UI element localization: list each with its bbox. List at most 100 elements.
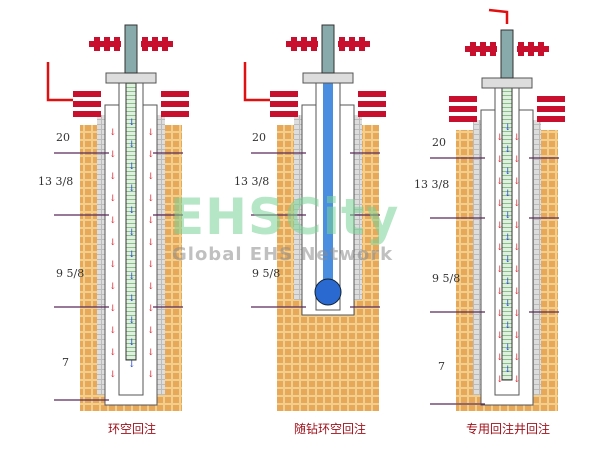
flow-arrow: ↓: [496, 353, 504, 363]
valve-icon: [142, 37, 148, 51]
side-valve-icon: [358, 111, 386, 117]
casing-size-label: 20: [432, 136, 446, 149]
side-valve-icon: [161, 111, 189, 117]
side-valve-icon: [73, 111, 101, 117]
flow-down-arrow: ↓: [504, 145, 512, 155]
injection-arrow-icon: [243, 62, 270, 102]
flow-arrow: ↓: [513, 265, 521, 275]
flow-down-arrow: ↓: [128, 250, 136, 260]
casing-size-label: 13 3/8: [38, 175, 74, 188]
drill-pipe: [323, 80, 333, 300]
side-valve-icon: [537, 96, 565, 102]
flow-down-arrow: ↓: [504, 365, 512, 375]
flow-arrow: ↓: [496, 177, 504, 187]
flow-arrow: ↓: [496, 155, 504, 165]
flow-up-arrow: ↓: [147, 194, 155, 204]
drill-bit-icon: [314, 278, 342, 306]
side-valve-icon: [161, 91, 189, 97]
valve-icon: [94, 37, 100, 51]
flow-arrow: ↓: [513, 221, 521, 231]
flow-up-arrow: ↓: [109, 216, 117, 226]
flow-arrow: ↓: [513, 155, 521, 165]
flow-up-arrow: ↓: [147, 370, 155, 380]
side-valve-icon: [270, 91, 298, 97]
flow-arrow: ↓: [513, 353, 521, 363]
flow-up-arrow: ↓: [109, 370, 117, 380]
casing-size-label: 9 5/8: [252, 267, 281, 280]
caption-dedicated-well-injection: 专用回注井回注: [465, 422, 551, 436]
flow-arrow: ↓: [513, 199, 521, 209]
flow-down-arrow: ↓: [504, 123, 512, 133]
flow-arrow: ↓: [513, 287, 521, 297]
flow-down-arrow: ↓: [504, 321, 512, 331]
flow-down-arrow: ↓: [128, 316, 136, 326]
christmas-tree: [124, 24, 138, 74]
flow-down-arrow: ↓: [504, 189, 512, 199]
watermark-brand: EHSCity: [170, 188, 400, 246]
flow-up-arrow: ↓: [109, 348, 117, 358]
christmas-tree: [500, 29, 514, 79]
flow-down-arrow: ↓: [128, 360, 136, 370]
flow-down-arrow: ↓: [504, 255, 512, 265]
flow-down-arrow: ↓: [504, 277, 512, 287]
side-valve-icon: [449, 96, 477, 102]
flow-down-arrow: ↓: [504, 343, 512, 353]
side-valve-icon: [161, 101, 189, 107]
wellhead-flange: [302, 72, 354, 84]
casing-size-label: 13 3/8: [234, 175, 270, 188]
valve-icon: [518, 42, 524, 56]
flow-up-arrow: ↓: [147, 128, 155, 138]
flow-down-arrow: ↓: [128, 118, 136, 128]
flow-down-arrow: ↓: [128, 140, 136, 150]
flow-arrow: ↓: [513, 243, 521, 253]
caption-drilling-annulus-injection: 随钻环空回注: [293, 422, 367, 436]
valve-icon: [311, 37, 317, 51]
flow-arrow: ↓: [513, 331, 521, 341]
valve-icon: [359, 37, 365, 51]
flow-arrow: ↓: [513, 309, 521, 319]
wellhead-flange: [105, 72, 157, 84]
injection-arrow-icon: [488, 8, 509, 24]
casing-size-label: 9 5/8: [56, 267, 85, 280]
flow-arrow: ↓: [496, 375, 504, 385]
injection-arrow-icon: [46, 62, 73, 102]
flow-up-arrow: ↓: [147, 304, 155, 314]
christmas-tree: [321, 24, 335, 74]
flow-arrow: ↓: [496, 199, 504, 209]
valve-icon: [104, 37, 110, 51]
valve-icon: [301, 37, 307, 51]
valve-icon: [470, 42, 476, 56]
flow-arrow: ↓: [496, 309, 504, 319]
valve-icon: [528, 42, 534, 56]
flow-up-arrow: ↓: [109, 194, 117, 204]
flow-down-arrow: ↓: [504, 299, 512, 309]
flow-up-arrow: ↓: [147, 282, 155, 292]
flow-arrow: ↓: [496, 221, 504, 231]
caption-annulus-injection: 环空回注: [107, 422, 157, 436]
casing-size-label: 7: [438, 360, 445, 373]
watermark-tagline: Global EHS Network: [172, 244, 394, 265]
flow-down-arrow: ↓: [128, 294, 136, 304]
flow-up-arrow: ↓: [147, 348, 155, 358]
flow-up-arrow: ↓: [109, 238, 117, 248]
valve-icon: [114, 37, 120, 51]
side-valve-icon: [449, 116, 477, 122]
flow-up-arrow: ↓: [147, 172, 155, 182]
valve-icon: [480, 42, 486, 56]
flow-up-arrow: ↓: [147, 238, 155, 248]
flow-down-arrow: ↓: [128, 272, 136, 282]
casing-size-label: 13 3/8: [414, 178, 450, 191]
flow-up-arrow: ↓: [109, 304, 117, 314]
valve-icon: [152, 37, 158, 51]
side-valve-icon: [449, 106, 477, 112]
casing-size-label: 20: [252, 131, 266, 144]
valve-icon: [162, 37, 168, 51]
flow-arrow: ↓: [496, 287, 504, 297]
flow-up-arrow: ↓: [109, 260, 117, 270]
flow-up-arrow: ↓: [109, 150, 117, 160]
flow-arrow: ↓: [513, 177, 521, 187]
flow-up-arrow: ↓: [109, 326, 117, 336]
casing-size-label: 9 5/8: [432, 272, 461, 285]
flow-up-arrow: ↓: [147, 216, 155, 226]
